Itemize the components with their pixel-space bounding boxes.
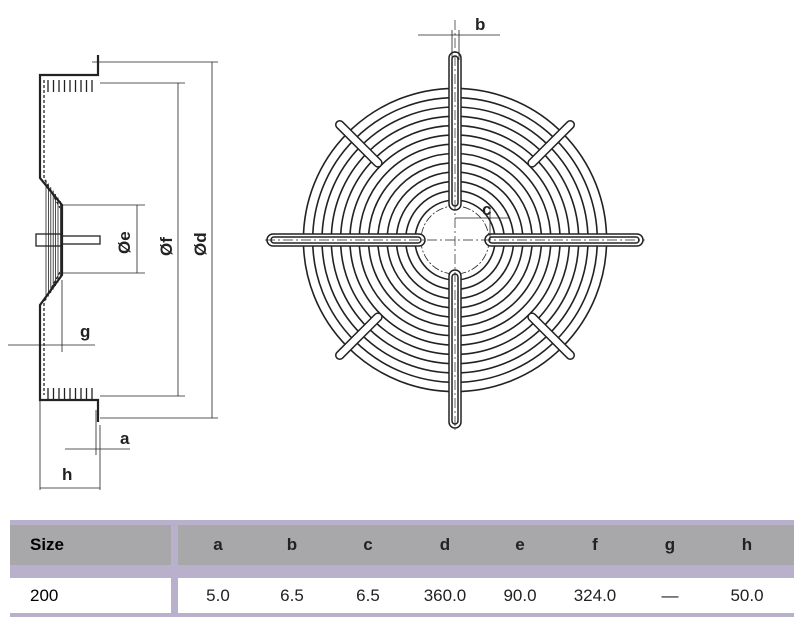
cell-d: 360.0 bbox=[423, 585, 467, 605]
side-view bbox=[8, 55, 218, 490]
dimensions-table: Size a b c d e f g h 200 5.0 6.5 6.5 360.0 90.0 324.… bbox=[10, 520, 794, 617]
header-h: h bbox=[741, 535, 753, 554]
header-f: f bbox=[592, 535, 598, 554]
label-f: Øf bbox=[157, 237, 176, 256]
guard-strut bbox=[527, 119, 576, 168]
fan-guard-drawing: g a h Øe Øf Ød b c bbox=[8, 15, 645, 490]
label-a: a bbox=[120, 429, 130, 448]
label-h: h bbox=[62, 465, 72, 484]
front-view bbox=[265, 20, 645, 430]
table-header-row: Size a b c d e f g h bbox=[10, 525, 794, 565]
cell-g: — bbox=[661, 585, 679, 605]
label-g: g bbox=[80, 322, 90, 341]
cell-f: 324.0 bbox=[573, 585, 617, 605]
label-c: c bbox=[482, 200, 491, 219]
label-b: b bbox=[475, 15, 485, 34]
guard-strut bbox=[527, 312, 576, 361]
header-g: g bbox=[664, 535, 676, 554]
header-size: Size bbox=[10, 525, 171, 565]
cell-e: 90.0 bbox=[503, 585, 537, 605]
cell-h: 50.0 bbox=[730, 585, 764, 605]
header-e: e bbox=[515, 535, 525, 554]
label-e: Øe bbox=[115, 231, 134, 254]
cell-c: 6.5 bbox=[356, 585, 380, 605]
label-d: Ød bbox=[191, 232, 210, 256]
table-row: 200 5.0 6.5 6.5 360.0 90.0 324.0 — 50.0 bbox=[10, 578, 794, 613]
guard-strut bbox=[334, 119, 383, 168]
header-d: d bbox=[439, 535, 451, 554]
cell-a: 5.0 bbox=[206, 585, 230, 605]
header-a: a bbox=[213, 535, 223, 554]
cell-b: 6.5 bbox=[280, 585, 304, 605]
header-c: c bbox=[363, 535, 373, 554]
header-b: b bbox=[286, 535, 298, 554]
cell-size: 200 bbox=[10, 578, 171, 613]
